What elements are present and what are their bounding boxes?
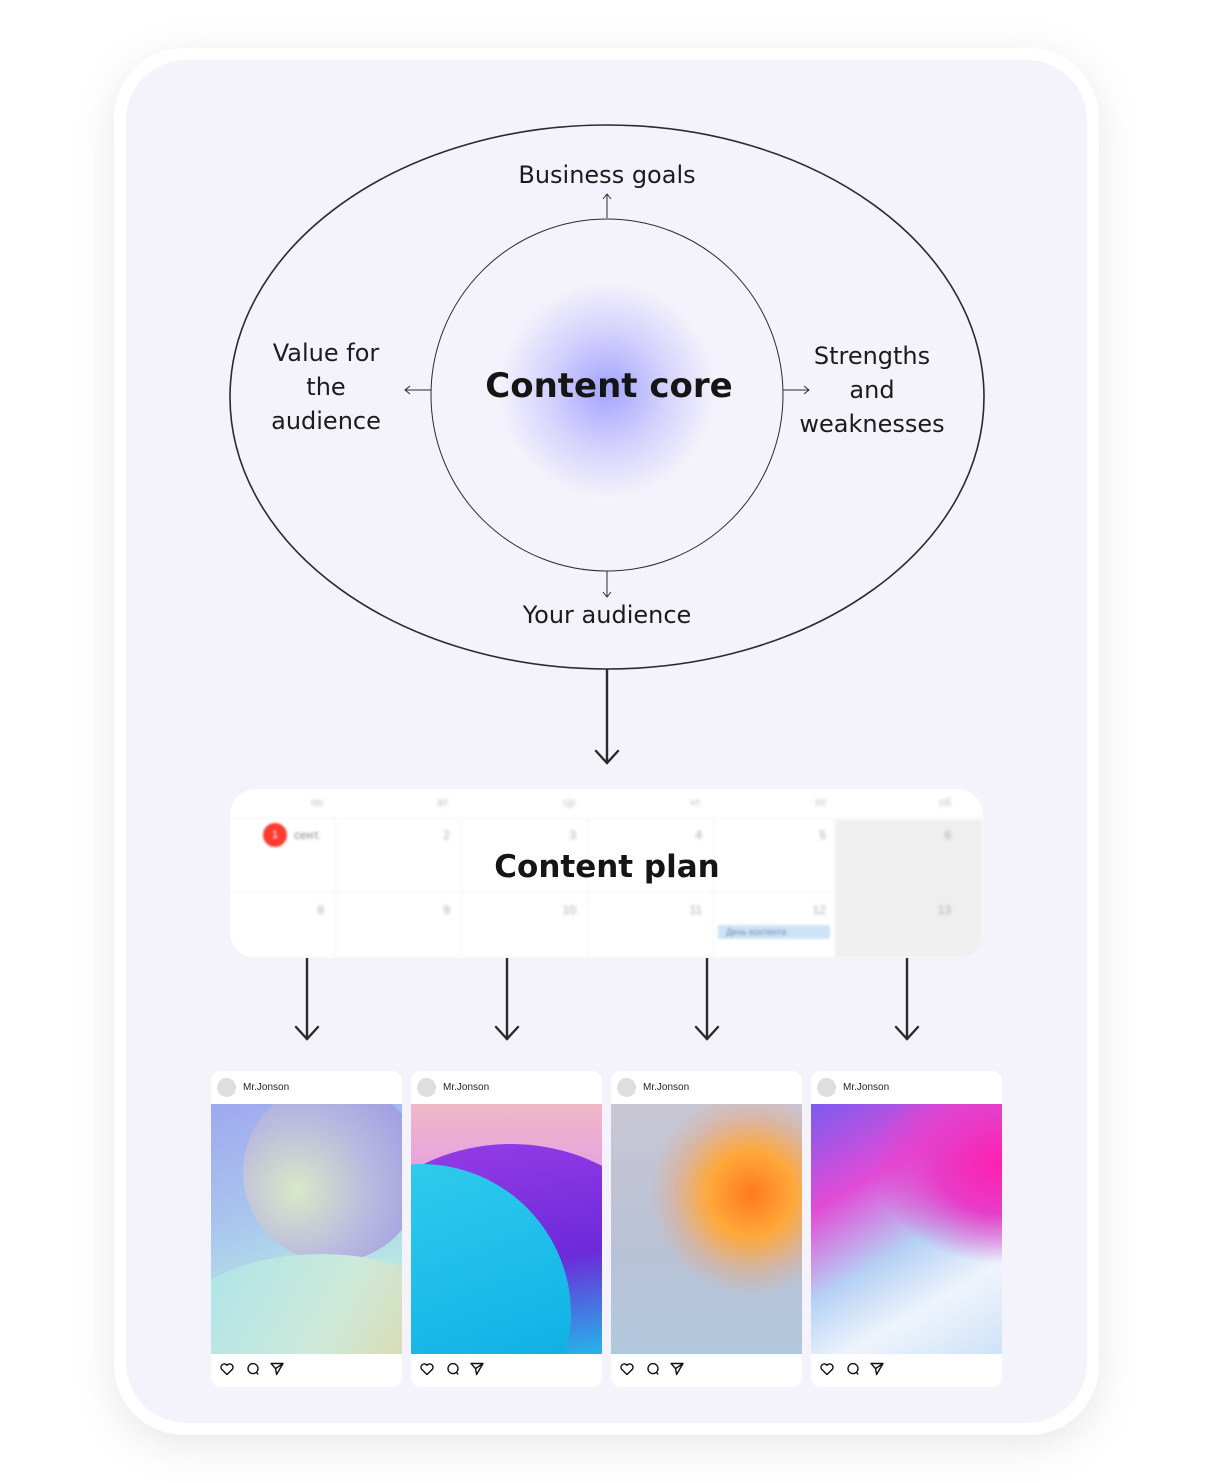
content-plan-title: Content plan bbox=[494, 849, 720, 885]
calendar-cell bbox=[336, 893, 462, 958]
day-number: 3 bbox=[569, 828, 576, 842]
calendar-cell bbox=[462, 893, 588, 958]
heart-icon[interactable] bbox=[619, 1361, 635, 1377]
day-number: 4 bbox=[695, 828, 702, 842]
post-username: Mr.Jonson bbox=[643, 1082, 690, 1093]
image-sphere-shape bbox=[243, 1104, 402, 1262]
day-number: 10 bbox=[562, 903, 576, 917]
comment-icon[interactable] bbox=[445, 1361, 461, 1377]
content-plan-calendar: пн вт ср чт пт сб 2 3 4 5 6 8 9 10 11 12… bbox=[230, 789, 983, 958]
label-business-goals: Business goals bbox=[518, 161, 696, 189]
calendar-cell-weekend bbox=[836, 893, 983, 958]
image-glow-shape bbox=[651, 1104, 802, 1294]
send-icon[interactable] bbox=[669, 1361, 685, 1377]
calendar-event: День контента bbox=[718, 925, 830, 939]
weekday-label: пт bbox=[815, 797, 827, 809]
weekday-label: чт bbox=[689, 797, 701, 809]
heart-icon[interactable] bbox=[819, 1361, 835, 1377]
calendar-grid: пн вт ср чт пт сб 2 3 4 5 6 8 9 10 11 12… bbox=[230, 789, 983, 958]
send-icon[interactable] bbox=[269, 1361, 285, 1377]
post-card-3[interactable]: Mr.Jonson bbox=[611, 1071, 802, 1387]
weekday-label: сб bbox=[939, 797, 951, 809]
avatar bbox=[417, 1078, 436, 1097]
post-username: Mr.Jonson bbox=[243, 1082, 290, 1093]
comment-icon[interactable] bbox=[245, 1361, 261, 1377]
calendar-cell bbox=[714, 893, 836, 958]
label-strengths-weaknesses: Strengths and weaknesses bbox=[799, 342, 945, 438]
post-image[interactable] bbox=[211, 1104, 402, 1354]
month-label: сент. bbox=[294, 828, 321, 842]
image-streak-shape bbox=[871, 1104, 1002, 1264]
calendar-cell bbox=[588, 820, 714, 893]
send-icon[interactable] bbox=[469, 1361, 485, 1377]
calendar-cell bbox=[714, 820, 836, 893]
comment-icon[interactable] bbox=[645, 1361, 661, 1377]
day-number: 13 bbox=[937, 903, 951, 917]
heart-icon[interactable] bbox=[419, 1361, 435, 1377]
day-number: 9 bbox=[443, 903, 450, 917]
avatar bbox=[617, 1078, 636, 1097]
post-image[interactable] bbox=[411, 1104, 602, 1354]
send-icon[interactable] bbox=[869, 1361, 885, 1377]
post-image[interactable] bbox=[611, 1104, 802, 1354]
post-card-1[interactable]: Mr.Jonson bbox=[211, 1071, 402, 1387]
avatar bbox=[217, 1078, 236, 1097]
calendar-cell bbox=[336, 820, 462, 893]
day-number: 12 bbox=[812, 903, 826, 917]
comment-icon[interactable] bbox=[845, 1361, 861, 1377]
image-wave-shape bbox=[211, 1254, 402, 1354]
calendar-cell-weekend bbox=[836, 820, 983, 893]
post-card-2[interactable]: Mr.Jonson bbox=[411, 1071, 602, 1387]
post-username: Mr.Jonson bbox=[443, 1082, 490, 1093]
day-number: 11 bbox=[689, 903, 702, 917]
label-value-for-audience: Value for the audience bbox=[271, 339, 381, 435]
weekday-label: пн bbox=[310, 797, 324, 809]
post-card-4[interactable]: Mr.Jonson bbox=[811, 1071, 1002, 1387]
calendar-cell bbox=[462, 820, 588, 893]
calendar-cell bbox=[230, 820, 336, 893]
calendar-weekday-row: пн вт ср чт пт сб bbox=[230, 789, 983, 819]
day-number: 6 bbox=[944, 828, 951, 842]
label-your-audience: Your audience bbox=[522, 601, 692, 629]
calendar-cell bbox=[230, 893, 336, 958]
today-badge: 1 bbox=[263, 823, 287, 847]
content-core-title: Content core bbox=[485, 366, 733, 406]
avatar bbox=[817, 1078, 836, 1097]
day-number: 2 bbox=[443, 828, 450, 842]
post-username: Mr.Jonson bbox=[843, 1082, 890, 1093]
weekday-label: ср bbox=[563, 797, 575, 809]
day-number: 5 bbox=[819, 828, 826, 842]
post-image[interactable] bbox=[811, 1104, 1002, 1354]
heart-icon[interactable] bbox=[219, 1361, 235, 1377]
weekday-label: вт bbox=[437, 797, 449, 809]
day-number: 8 bbox=[317, 903, 324, 917]
calendar-cell bbox=[588, 893, 714, 958]
